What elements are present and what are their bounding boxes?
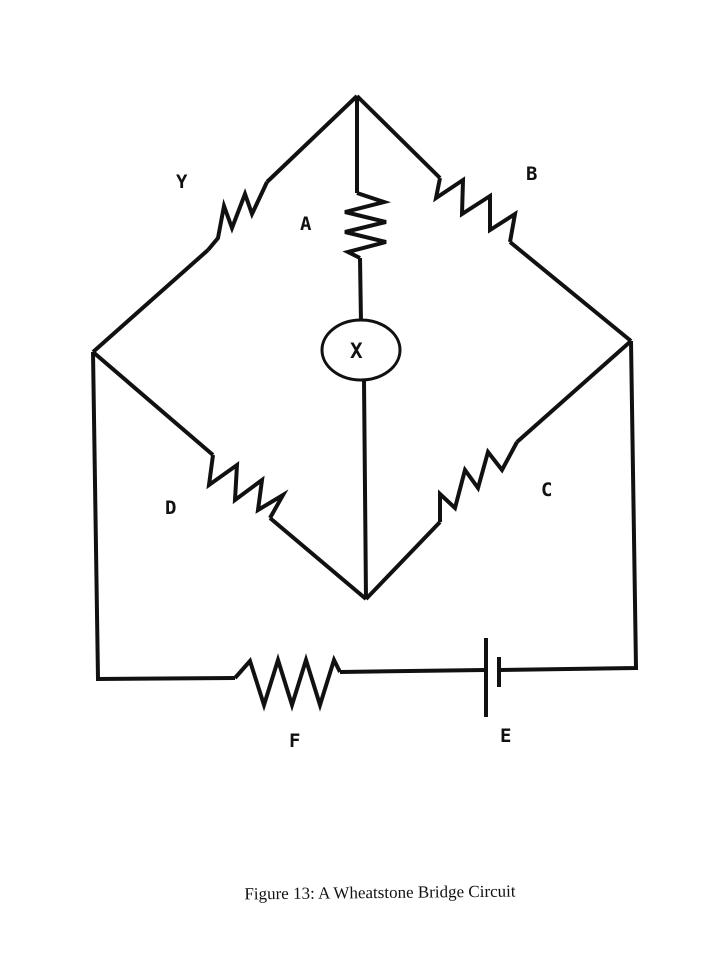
- label-c: C: [541, 479, 552, 501]
- label-d: D: [165, 497, 176, 519]
- label-y: Y: [176, 171, 188, 193]
- arm-bottom-left: [91, 350, 368, 601]
- label-e: E: [500, 725, 511, 747]
- resistor-y: [206, 181, 269, 252]
- label-a: A: [300, 213, 312, 235]
- label-b: B: [526, 163, 537, 185]
- cell-e: [484, 638, 501, 717]
- label-f: F: [289, 730, 300, 752]
- resistor-b: [433, 176, 518, 243]
- supply-loop: [91, 340, 639, 717]
- resistor-c: [438, 441, 519, 522]
- meter-x: [320, 318, 402, 382]
- arm-bottom-right: [364, 339, 633, 601]
- arm-top-right: [355, 94, 633, 343]
- arm-top-left: [91, 94, 359, 354]
- resistor-d: [206, 454, 289, 519]
- resistor-f: [233, 653, 342, 712]
- label-x: X: [350, 339, 363, 363]
- resistor-a: [342, 191, 392, 260]
- galvanometer-branch: [320, 96, 402, 600]
